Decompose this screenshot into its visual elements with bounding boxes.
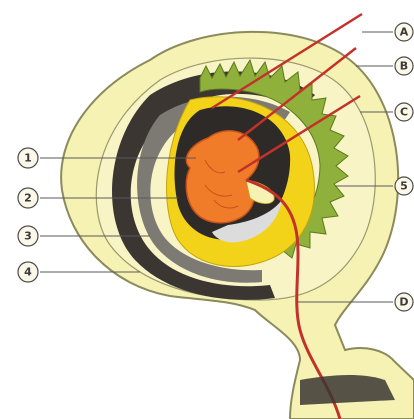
svg-text:5: 5 [400, 180, 408, 193]
marker-A: A [395, 23, 413, 41]
marker-4: 4 [18, 262, 38, 282]
svg-text:2: 2 [24, 192, 32, 205]
embryo [186, 131, 259, 223]
marker-3: 3 [18, 226, 38, 246]
marker-5: 5 [395, 177, 413, 195]
svg-text:1: 1 [24, 152, 32, 165]
marker-C: C [395, 103, 413, 121]
svg-text:D: D [399, 296, 408, 309]
neck-shadow [300, 375, 395, 405]
svg-text:B: B [400, 60, 408, 73]
svg-text:4: 4 [24, 266, 32, 279]
marker-D: D [395, 293, 413, 311]
marker-1: 1 [18, 148, 38, 168]
marker-2: 2 [18, 188, 38, 208]
svg-text:3: 3 [24, 230, 32, 243]
svg-text:C: C [400, 106, 408, 119]
svg-text:A: A [400, 26, 409, 39]
marker-B: B [395, 57, 413, 75]
